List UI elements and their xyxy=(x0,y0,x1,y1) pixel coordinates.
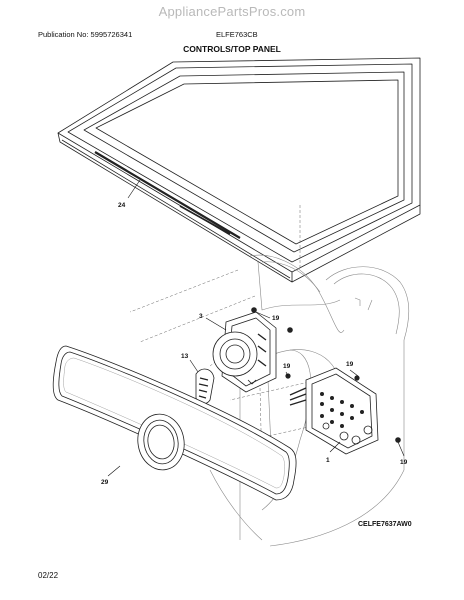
knob-assembly-part xyxy=(212,311,277,393)
top-panel-part xyxy=(57,57,421,283)
callout-1: 1 xyxy=(326,457,330,464)
control-panel-part xyxy=(52,345,297,501)
callout-3: 3 xyxy=(199,313,203,320)
callout-19: 19 xyxy=(283,363,291,370)
page-title: CONTROLS/TOP PANEL xyxy=(183,44,281,54)
page-number: 02/22 xyxy=(38,571,59,580)
callout-19: 19 xyxy=(400,459,408,466)
watermark: AppliancePartsPros.com xyxy=(158,4,306,19)
knob-mount-part xyxy=(195,368,215,404)
callout-labels: 24 3 19 13 19 19 1 19 29 xyxy=(101,202,408,486)
publication-number: Publication No: 5995726341 xyxy=(38,30,133,39)
callout-19: 19 xyxy=(272,315,280,322)
callout-leaders xyxy=(107,179,405,477)
callout-19: 19 xyxy=(346,361,354,368)
drawing-code: CELFE7637AW0 xyxy=(358,521,412,528)
callout-29: 29 xyxy=(101,479,109,486)
model-number: ELFE763CB xyxy=(216,30,258,39)
control-board-part xyxy=(289,367,379,455)
callout-13: 13 xyxy=(181,353,189,360)
callout-24: 24 xyxy=(118,202,126,209)
